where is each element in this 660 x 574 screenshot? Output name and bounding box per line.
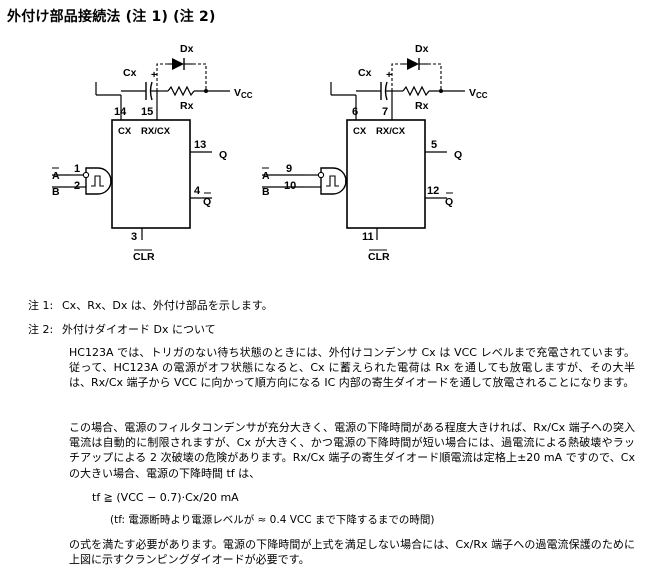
circuit-left: 14 15 13 4 3 1 2 CX RX/CX Q Q CLR A B Cx… bbox=[52, 43, 253, 263]
diode-dx-right bbox=[407, 58, 419, 70]
label-b: B bbox=[52, 186, 60, 198]
pin-9: 9 bbox=[286, 163, 292, 175]
diode-dx-left bbox=[172, 58, 184, 70]
formula: tf ≧ (VCC − 0.7)·Cx/20 mA bbox=[92, 491, 239, 504]
pin-6: 6 bbox=[352, 106, 358, 118]
pin-11: 11 bbox=[362, 231, 374, 243]
label-a: A bbox=[52, 170, 60, 182]
formula-note: (tf: 電源断時より電源レベルが ≈ 0.4 VCC まで下降するまでの時間) bbox=[110, 514, 435, 526]
note-1-key: 注 1: bbox=[28, 299, 54, 312]
label-rx-component: Rx bbox=[415, 100, 429, 112]
pin-2: 2 bbox=[74, 180, 80, 192]
label-plus: + bbox=[386, 69, 392, 81]
note-2-key: 注 2: bbox=[28, 323, 54, 336]
pin-12: 12 bbox=[427, 185, 439, 197]
resistor-rx-right bbox=[402, 85, 430, 97]
label-qbar: Q bbox=[445, 196, 453, 208]
label-clr: CLR bbox=[368, 251, 390, 263]
note-2: 注 2: 外付けダイオード Dx について bbox=[28, 322, 216, 337]
label-rx-component: Rx bbox=[180, 100, 194, 112]
label-qbar: Q bbox=[203, 196, 211, 208]
label-rxcx-pin: RX/CX bbox=[141, 126, 171, 137]
resistor-rx-left bbox=[167, 85, 195, 97]
pin-4: 4 bbox=[194, 185, 201, 197]
pin-7: 7 bbox=[382, 106, 388, 118]
label-q: Q bbox=[219, 149, 227, 161]
label-cx-pin: CX bbox=[118, 126, 132, 137]
label-cx-component: Cx bbox=[123, 67, 137, 79]
pin-1: 1 bbox=[74, 163, 80, 175]
label-cx-pin: CX bbox=[353, 126, 367, 137]
ic-box-right bbox=[346, 119, 426, 229]
and-gate-right bbox=[320, 167, 347, 195]
pin-15: 15 bbox=[141, 106, 153, 118]
label-vcc: VCC bbox=[234, 87, 253, 100]
pin-3: 3 bbox=[131, 231, 137, 243]
and-gate-left bbox=[85, 167, 112, 195]
ic-box-left bbox=[111, 119, 191, 229]
label-dx-component: Dx bbox=[180, 43, 194, 55]
note-2-text: 外付けダイオード Dx について bbox=[62, 323, 216, 336]
page-title: 外付け部品接続法 (注 1) (注 2) bbox=[7, 9, 216, 25]
paragraph-1: HC123A では、トリガのない待ち状態のときには、外付けコンデンサ Cx は … bbox=[69, 346, 635, 390]
label-plus: + bbox=[151, 69, 157, 81]
circuit-right: 6 7 5 12 11 9 10 CX RX/CX Q Q CLR A B Cx… bbox=[262, 43, 488, 263]
pin-13: 13 bbox=[194, 139, 206, 151]
label-dx-component: Dx bbox=[415, 43, 429, 55]
note-1-text: Cx、Rx、Dx は、外付け部品を示します。 bbox=[62, 299, 273, 312]
label-a: A bbox=[262, 170, 270, 182]
label-clr: CLR bbox=[133, 251, 155, 263]
label-rxcx-pin: RX/CX bbox=[376, 126, 406, 137]
pin-5: 5 bbox=[431, 139, 437, 151]
label-cx-component: Cx bbox=[358, 67, 372, 79]
paragraph-3: の式を満たす必要があります。電源の下降時間が上式を満足しない場合には、Cx/Rx… bbox=[69, 538, 635, 567]
label-q: Q bbox=[454, 149, 462, 161]
label-vcc: VCC bbox=[469, 87, 488, 100]
pin-14: 14 bbox=[114, 106, 127, 118]
connection-diagrams: 14 15 13 4 3 1 2 CX RX/CX Q Q CLR A B Cx… bbox=[52, 43, 488, 263]
paragraph-2: この場合、電源のフィルタコンデンサが充分大きく、電源の下降時間がある程度大きけれ… bbox=[69, 421, 635, 480]
pin-10: 10 bbox=[284, 180, 296, 192]
note-1: 注 1: Cx、Rx、Dx は、外付け部品を示します。 bbox=[28, 298, 273, 313]
label-b: B bbox=[262, 186, 270, 198]
